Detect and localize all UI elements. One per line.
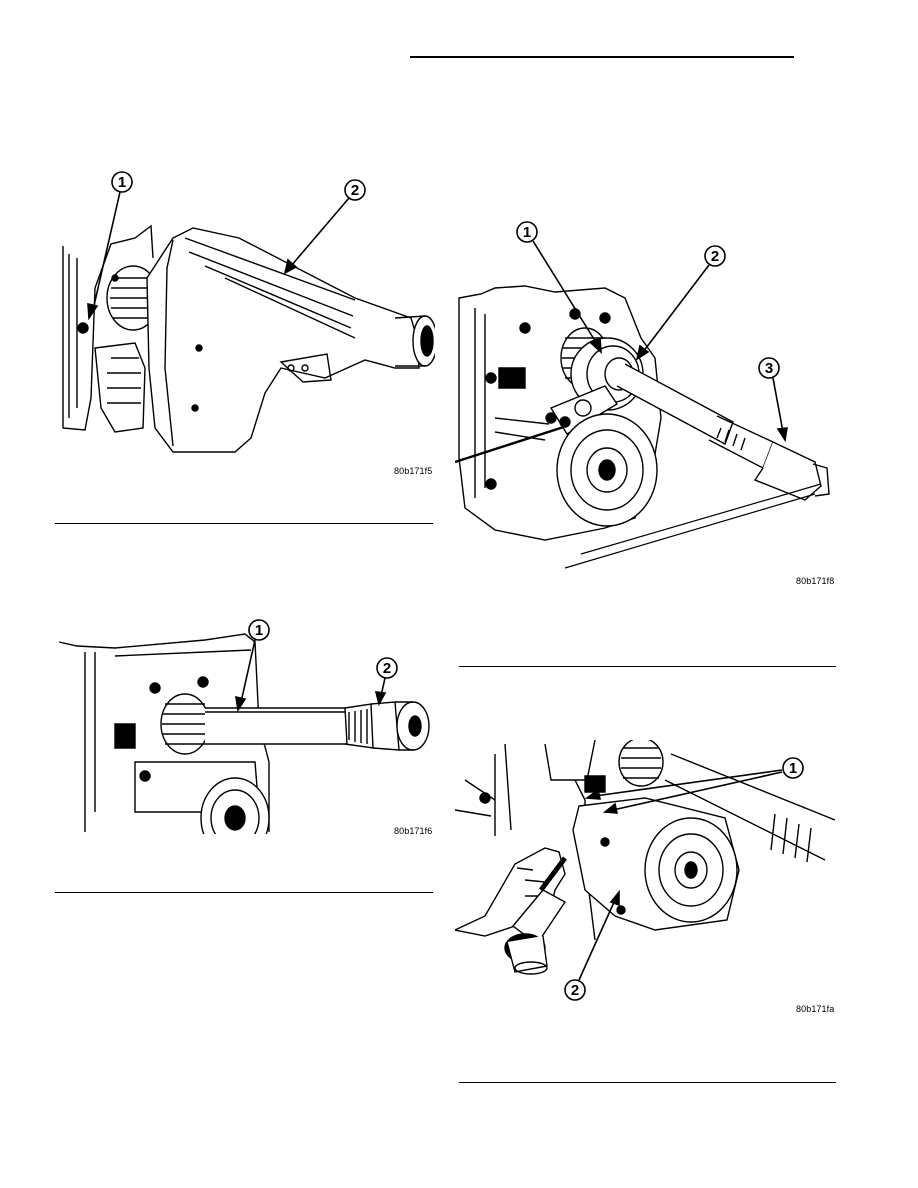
figure-divider bbox=[55, 523, 433, 524]
figure-extension-housing-illustration: 1 2 bbox=[55, 168, 435, 468]
figure-id-label: 80b171f8 bbox=[796, 576, 834, 586]
figure-divider bbox=[459, 666, 836, 667]
figure-id-label: 80b171f5 bbox=[394, 466, 432, 476]
figure-output-shaft-illustration: 1 2 bbox=[55, 612, 435, 834]
figure-hammer-removal: 1 2 bbox=[455, 740, 835, 1002]
header-rule bbox=[410, 56, 794, 58]
figure-puller-tool: 1 2 3 bbox=[455, 218, 835, 573]
figure-id-label: 80b171fa bbox=[796, 1004, 834, 1014]
callout-2: 2 bbox=[351, 182, 359, 199]
figure-id-label: 80b171f6 bbox=[394, 826, 432, 836]
figure-hammer-removal-illustration: 1 2 bbox=[455, 740, 835, 1002]
callout-1: 1 bbox=[523, 224, 531, 241]
callout-2: 2 bbox=[571, 982, 579, 999]
callout-2: 2 bbox=[383, 660, 391, 677]
figure-divider bbox=[459, 1082, 836, 1083]
figure-output-shaft: 1 2 bbox=[55, 612, 435, 834]
callout-1: 1 bbox=[255, 622, 263, 639]
figure-puller-tool-illustration: 1 2 3 bbox=[455, 218, 835, 573]
callout-1: 1 bbox=[789, 760, 797, 777]
figure-divider bbox=[55, 892, 433, 893]
callout-1: 1 bbox=[118, 174, 126, 191]
figure-extension-housing: 1 2 bbox=[55, 168, 435, 468]
callout-3: 3 bbox=[765, 360, 773, 377]
callout-2: 2 bbox=[711, 248, 719, 265]
